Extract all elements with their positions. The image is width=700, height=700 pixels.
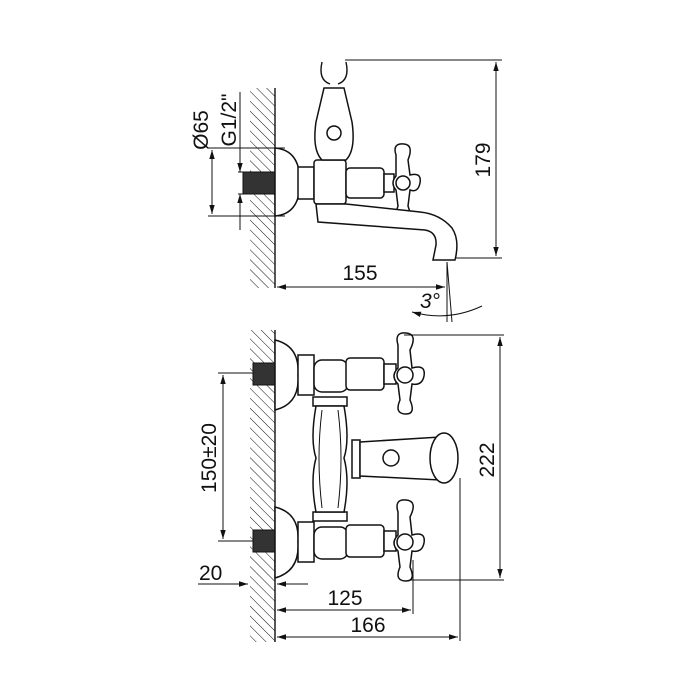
handle-cap bbox=[396, 366, 414, 384]
shower-hook bbox=[320, 61, 348, 85]
dim-label-spout: 166 bbox=[350, 614, 385, 637]
lower-valve bbox=[252, 499, 425, 582]
handle-cap bbox=[396, 533, 414, 551]
valve-cartridge bbox=[345, 357, 385, 391]
wall-flange bbox=[274, 339, 299, 411]
inlet-thread bbox=[252, 362, 276, 386]
dim-label-spacing: 150±20 bbox=[198, 423, 221, 493]
handle-cap bbox=[395, 175, 411, 191]
spout-shank bbox=[359, 436, 441, 481]
dim-label-diameter: Ø65 bbox=[190, 110, 213, 150]
hex-nut bbox=[297, 521, 315, 563]
bath-spout bbox=[315, 203, 458, 261]
valve-cartridge bbox=[345, 524, 385, 558]
upper-valve bbox=[252, 332, 425, 415]
mixer-body bbox=[312, 396, 348, 522]
holder-screw bbox=[326, 125, 342, 141]
hex-nut bbox=[297, 166, 315, 200]
ext-line bbox=[446, 261, 453, 323]
valve-body bbox=[313, 359, 349, 393]
front-view: 150±20 222 20 125 166 bbox=[198, 330, 504, 642]
wall-flange bbox=[274, 506, 299, 579]
dim-label-projection: 155 bbox=[342, 262, 377, 285]
side-view: 179 155 3° Ø65 G1/2" bbox=[190, 59, 502, 323]
valve-cartridge bbox=[345, 167, 385, 199]
spout-front bbox=[351, 432, 459, 484]
spout-knob bbox=[382, 449, 400, 467]
valve-body bbox=[313, 526, 349, 560]
body-nut-top bbox=[312, 396, 348, 407]
column-contour bbox=[318, 409, 342, 509]
dim-label-angle: 3° bbox=[420, 290, 440, 313]
spout-outlet bbox=[429, 432, 459, 484]
body-nut-bottom bbox=[312, 511, 348, 522]
inlet-thread bbox=[252, 529, 276, 553]
shower-holder bbox=[314, 87, 354, 161]
dim-label-thread: G1/2" bbox=[218, 94, 241, 147]
mixer-column bbox=[312, 405, 348, 513]
spout-collar bbox=[351, 439, 361, 479]
dim-label-front-height: 222 bbox=[476, 442, 499, 477]
dim-label-wall-offset: 20 bbox=[199, 562, 222, 585]
dim-label-handle: 125 bbox=[327, 587, 362, 610]
inlet-thread bbox=[242, 171, 276, 195]
hex-nut bbox=[297, 354, 315, 396]
valve-body bbox=[313, 159, 347, 205]
wall-flange bbox=[274, 147, 301, 217]
dim-label-height: 179 bbox=[472, 142, 495, 177]
angle-arc bbox=[411, 305, 483, 318]
